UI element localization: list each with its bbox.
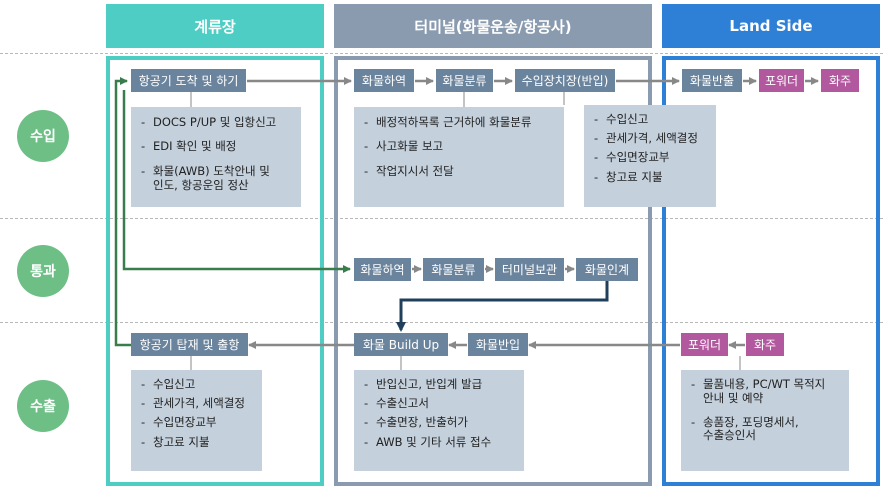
note-import-terminal: 배정적하목록 근거하에 화물분류 사고화물 보고 작업지시서 전달 [354,107,564,207]
column-header-terminal: 터미널(화물운송/항공사) [334,4,652,48]
column-frame-gate [106,56,324,486]
note-item: AWB 및 기타 서류 접수 [364,435,518,449]
note-export-landside: 물품내용, PC/WT 목적지 안내 및 예약 송품장, 포딩명세서, 수출승인… [681,370,849,471]
note-item: 수출면장, 반출허가 [364,416,518,430]
column-frame-landside [662,56,880,486]
note-item: 창고료 지불 [141,435,256,449]
note-item: DOCS P/UP 및 입항신고 [141,115,295,130]
step-import-sort: 화물분류 [436,69,493,92]
note-item: 관세가격, 세액결정 [594,131,710,145]
note-item: 물품내용, PC/WT 목적지 안내 및 예약 [691,377,843,406]
step-import-storage: 수입장치장(반입) [515,69,615,92]
note-item: 배정적하목록 근거하에 화물분류 [364,115,558,130]
note-item: 작업지시서 전달 [364,164,558,179]
note-item: 사고화물 보고 [364,139,558,154]
note-item: 수입신고 [141,377,256,391]
row-separator [0,322,883,323]
note-import-gate: DOCS P/UP 및 입항신고 EDI 확인 및 배정 화물(AWB) 도착안… [131,107,301,207]
note-item: 수입면장교부 [141,416,256,430]
step-import-forwarder: 포워더 [759,69,804,92]
note-item: 반입신고, 반입계 발급 [364,377,518,391]
step-export-receive: 화물반입 [468,333,528,356]
step-export-owner: 화주 [746,333,784,356]
step-import-release: 화물반출 [682,69,742,92]
row-separator [0,218,883,219]
note-export-terminal: 반입신고, 반입계 발급 수출신고서 수출면장, 반출허가 AWB 및 기타 서… [354,370,524,471]
note-item: 창고료 지불 [594,170,710,184]
step-aircraft-arrival: 항공기 도착 및 하기 [131,69,246,92]
row-label-transit: 통과 [17,245,69,297]
step-transit-handover: 화물인계 [576,258,638,281]
column-header-landside: Land Side [662,4,880,48]
row-label-export: 수출 [17,380,69,432]
note-item: 수입신고 [594,112,710,126]
step-import-owner: 화주 [821,69,859,92]
step-transit-sort: 화물분류 [423,258,484,281]
row-separator [0,53,883,54]
note-item: 화물(AWB) 도착안내 및 인도, 항공운임 정산 [141,164,295,193]
step-transit-store: 터미널보관 [495,258,564,281]
step-export-forwarder: 포워더 [681,333,728,356]
row-label-import: 수입 [17,110,69,162]
step-transit-unload: 화물하역 [354,258,411,281]
column-header-gate: 계류장 [106,4,324,48]
note-item: EDI 확인 및 배정 [141,139,295,154]
note-item: 관세가격, 세액결정 [141,396,256,410]
step-export-buildup: 화물 Build Up [354,333,448,356]
note-item: 수입면장교부 [594,151,710,165]
step-aircraft-departure: 항공기 탑재 및 출항 [131,333,248,356]
note-item: 수출신고서 [364,396,518,410]
step-import-unload: 화물하역 [354,69,414,92]
column-frame-terminal [334,56,652,486]
note-import-customs: 수입신고 관세가격, 세액결정 수입면장교부 창고료 지불 [584,105,716,207]
note-item: 송품장, 포딩명세서, 수출승인서 [691,415,843,444]
note-export-gate: 수입신고 관세가격, 세액결정 수입면장교부 창고료 지불 [131,370,262,471]
